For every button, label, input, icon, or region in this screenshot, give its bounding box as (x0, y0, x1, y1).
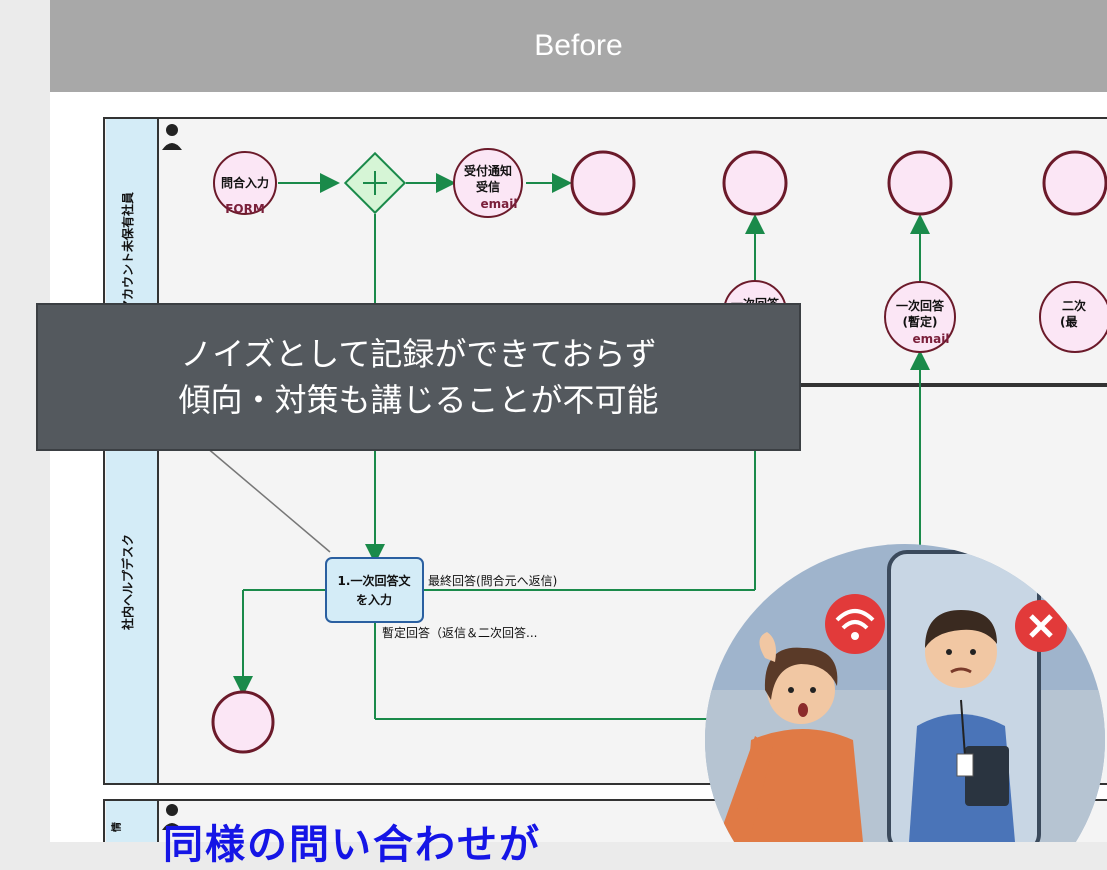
lane-label-bottom: 情 (110, 822, 123, 832)
second-answer-label2: (最 (1060, 315, 1078, 329)
inquiry-event-label: 問合入力 (221, 175, 269, 190)
footer-headline: 同様の問い合わせが (163, 822, 541, 868)
inquiry-event (213, 151, 277, 215)
confused-woman (717, 632, 863, 842)
end-event (887, 150, 953, 216)
person-icon (162, 124, 182, 150)
wifi-alert-icon (825, 594, 885, 654)
lane-label-top: アカウント未保有社員 (120, 192, 135, 312)
parallel-gateway (343, 151, 407, 215)
page-title: Before (534, 29, 623, 62)
receipt-event (453, 148, 523, 218)
second-answer-event (1039, 281, 1107, 353)
callout-line-1: ノイズとして記録ができておらず (180, 335, 657, 373)
receipt-event-label: 受付通知 (464, 163, 512, 178)
inquiry-event-type: FORM (225, 202, 265, 216)
receipt-event-type: email (481, 197, 518, 211)
receipt-event-label2: 受信 (476, 179, 500, 194)
callout-line-2: 傾向・対策も講じることが不可能 (178, 381, 659, 419)
provisional-answer-edge-label: 暫定回答（返信＆二次回答... (382, 625, 537, 640)
final-answer-edge-label: 最終回答(問合元へ返信) (428, 573, 557, 588)
provisional-answer-event (884, 281, 956, 353)
lane-label-middle: 社内ヘルプデスク (120, 534, 135, 631)
worried-man (909, 610, 1015, 842)
provisional-answer-label: 一次回答 (896, 298, 945, 313)
lane-header-bottom (106, 801, 158, 842)
end-event-middle (211, 690, 275, 754)
end-event (1042, 150, 1107, 216)
answer-task-label: 1.一次回答文 (338, 573, 412, 588)
second-answer-label: 二次 (1062, 298, 1086, 313)
provisional-answer-type: email (913, 332, 950, 346)
lane-header-middle (106, 387, 158, 783)
confused-users-illustration (705, 544, 1105, 842)
provisional-answer-label2: (暫定) (903, 314, 938, 329)
end-event (722, 150, 788, 216)
noise-callout: ノイズとして記録ができておらず 傾向・対策も講じることが不可能 (36, 303, 801, 451)
end-event (570, 150, 636, 216)
person-icon (162, 804, 182, 830)
page-header: Before (50, 0, 1107, 92)
answer-task-label2: を入力 (356, 592, 392, 607)
error-x-icon (1015, 600, 1067, 652)
answer-task (325, 557, 424, 623)
